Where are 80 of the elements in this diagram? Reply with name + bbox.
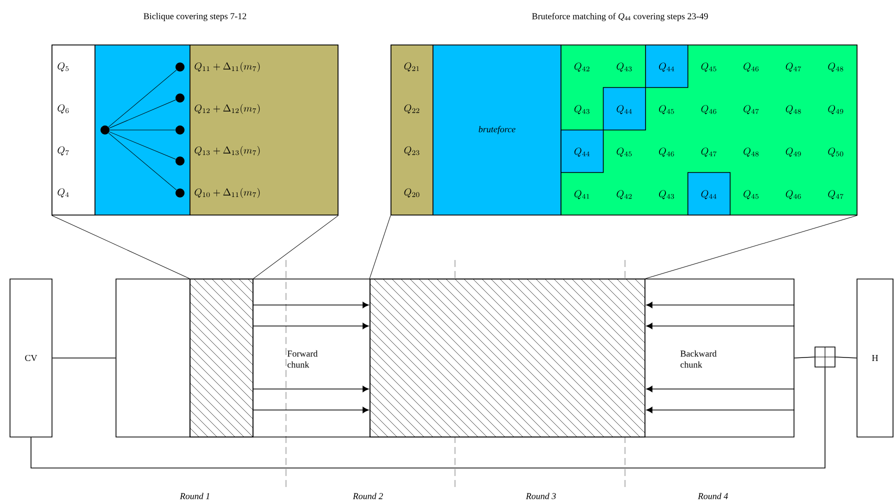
state-label: $Q_{45}$ <box>701 62 716 72</box>
connector-line <box>30 367 826 468</box>
state-label: $Q_{43}$ <box>574 105 590 114</box>
leader-line <box>51 215 190 279</box>
arrow <box>646 302 795 308</box>
state-label: $Q_{42}$ <box>574 62 590 72</box>
state-label: $Q_{23}$ <box>404 146 420 156</box>
node-label: CV <box>25 354 38 362</box>
node-label: H <box>872 355 878 361</box>
leader-line <box>369 215 391 279</box>
connector-line <box>108 70 177 128</box>
state-label: $Q_{46}$ <box>786 190 801 200</box>
state-label: $Q_{13}+\Delta_{13}(m_{7})$ <box>194 146 260 156</box>
dot <box>176 94 184 102</box>
connector-line <box>794 356 815 358</box>
connector-line <box>835 356 857 358</box>
state-label: $Q_{43}$ <box>616 62 632 72</box>
feed-forward-symbol <box>814 346 836 368</box>
connector-line <box>109 100 176 128</box>
state-label: $Q_{47}$ <box>828 190 844 200</box>
state-label: $Q_{49}$ <box>786 148 801 157</box>
round-label: Round 4 <box>698 492 728 500</box>
state-label: $Q_{5}$ <box>58 62 69 72</box>
state-label: $Q_{48}$ <box>828 62 844 72</box>
arrow <box>253 322 369 330</box>
state-label: $Q_{50}$ <box>828 148 844 157</box>
dot <box>176 126 184 134</box>
state-label: $Q_{45}$ <box>616 148 632 157</box>
state-label: $Q_{10}+\Delta_{11}(m_{7})$ <box>194 188 260 198</box>
state-label: $Q_{45}$ <box>744 190 759 200</box>
round-label: Round 3 <box>526 492 556 500</box>
state-label: $Q_{22}$ <box>404 104 420 114</box>
state-label: $Q_{44}$ <box>659 62 674 72</box>
state-label: $Q_{7}$ <box>58 146 69 156</box>
state-label: $Q_{44}$ <box>574 148 590 157</box>
state-label: $Q_{45}$ <box>659 105 674 114</box>
state-label: $Q_{47}$ <box>786 62 802 72</box>
dot <box>176 188 184 198</box>
state-label: $Q_{46}$ <box>659 148 674 157</box>
state-label: $Q_{4}$ <box>58 188 69 198</box>
round-label: Round 2 <box>352 492 383 500</box>
round-block <box>116 278 190 438</box>
state-label: $Q_{43}$ <box>659 190 674 200</box>
arrow <box>646 386 795 392</box>
state-label: $Q_{48}$ <box>744 148 759 157</box>
state-label: $Q_{6}$ <box>58 104 69 114</box>
dot <box>176 62 184 72</box>
node-label: Backward chunk <box>680 350 717 368</box>
state-label: $Q_{46}$ <box>744 62 759 72</box>
panel-title: Biclique covering steps 7-12 <box>144 12 246 22</box>
node-label: bruteforce <box>478 126 516 134</box>
state-label: $Q_{42}$ <box>616 190 632 200</box>
connector-line <box>108 132 177 190</box>
state-label: $Q_{11}+\Delta_{11}(m_{7})$ <box>194 62 260 72</box>
state-label: $Q_{47}$ <box>744 105 759 114</box>
arrow <box>646 406 795 414</box>
arrow <box>646 322 795 330</box>
leader-line <box>645 215 858 279</box>
hatched-block <box>370 278 646 438</box>
dot <box>176 156 184 166</box>
state-label: $Q_{47}$ <box>701 148 717 157</box>
panel-title: Bruteforce matching of Q$_{44}$ covering steps 23-49 <box>532 12 708 22</box>
arrow <box>253 386 369 392</box>
state-label: $Q_{46}$ <box>701 105 716 114</box>
state-label: $Q_{48}$ <box>786 105 801 114</box>
round-label: Round 1 <box>180 492 210 500</box>
leader-line <box>253 215 339 279</box>
hatched-block <box>190 278 254 438</box>
state-label: $Q_{12}+\Delta_{12}(m_{7})$ <box>194 104 260 114</box>
node-label: Forward chunk <box>287 350 318 368</box>
state-label: $Q_{20}$ <box>404 188 420 198</box>
state-label: $Q_{41}$ <box>574 190 590 200</box>
state-label: $Q_{21}$ <box>404 62 420 72</box>
state-label: $Q_{44}$ <box>701 190 716 200</box>
state-label: $Q_{49}$ <box>828 105 844 114</box>
dot <box>100 126 110 134</box>
connector-line <box>109 132 176 160</box>
arrow <box>253 302 369 308</box>
arrow <box>253 406 369 414</box>
state-label: $Q_{44}$ <box>616 105 632 114</box>
